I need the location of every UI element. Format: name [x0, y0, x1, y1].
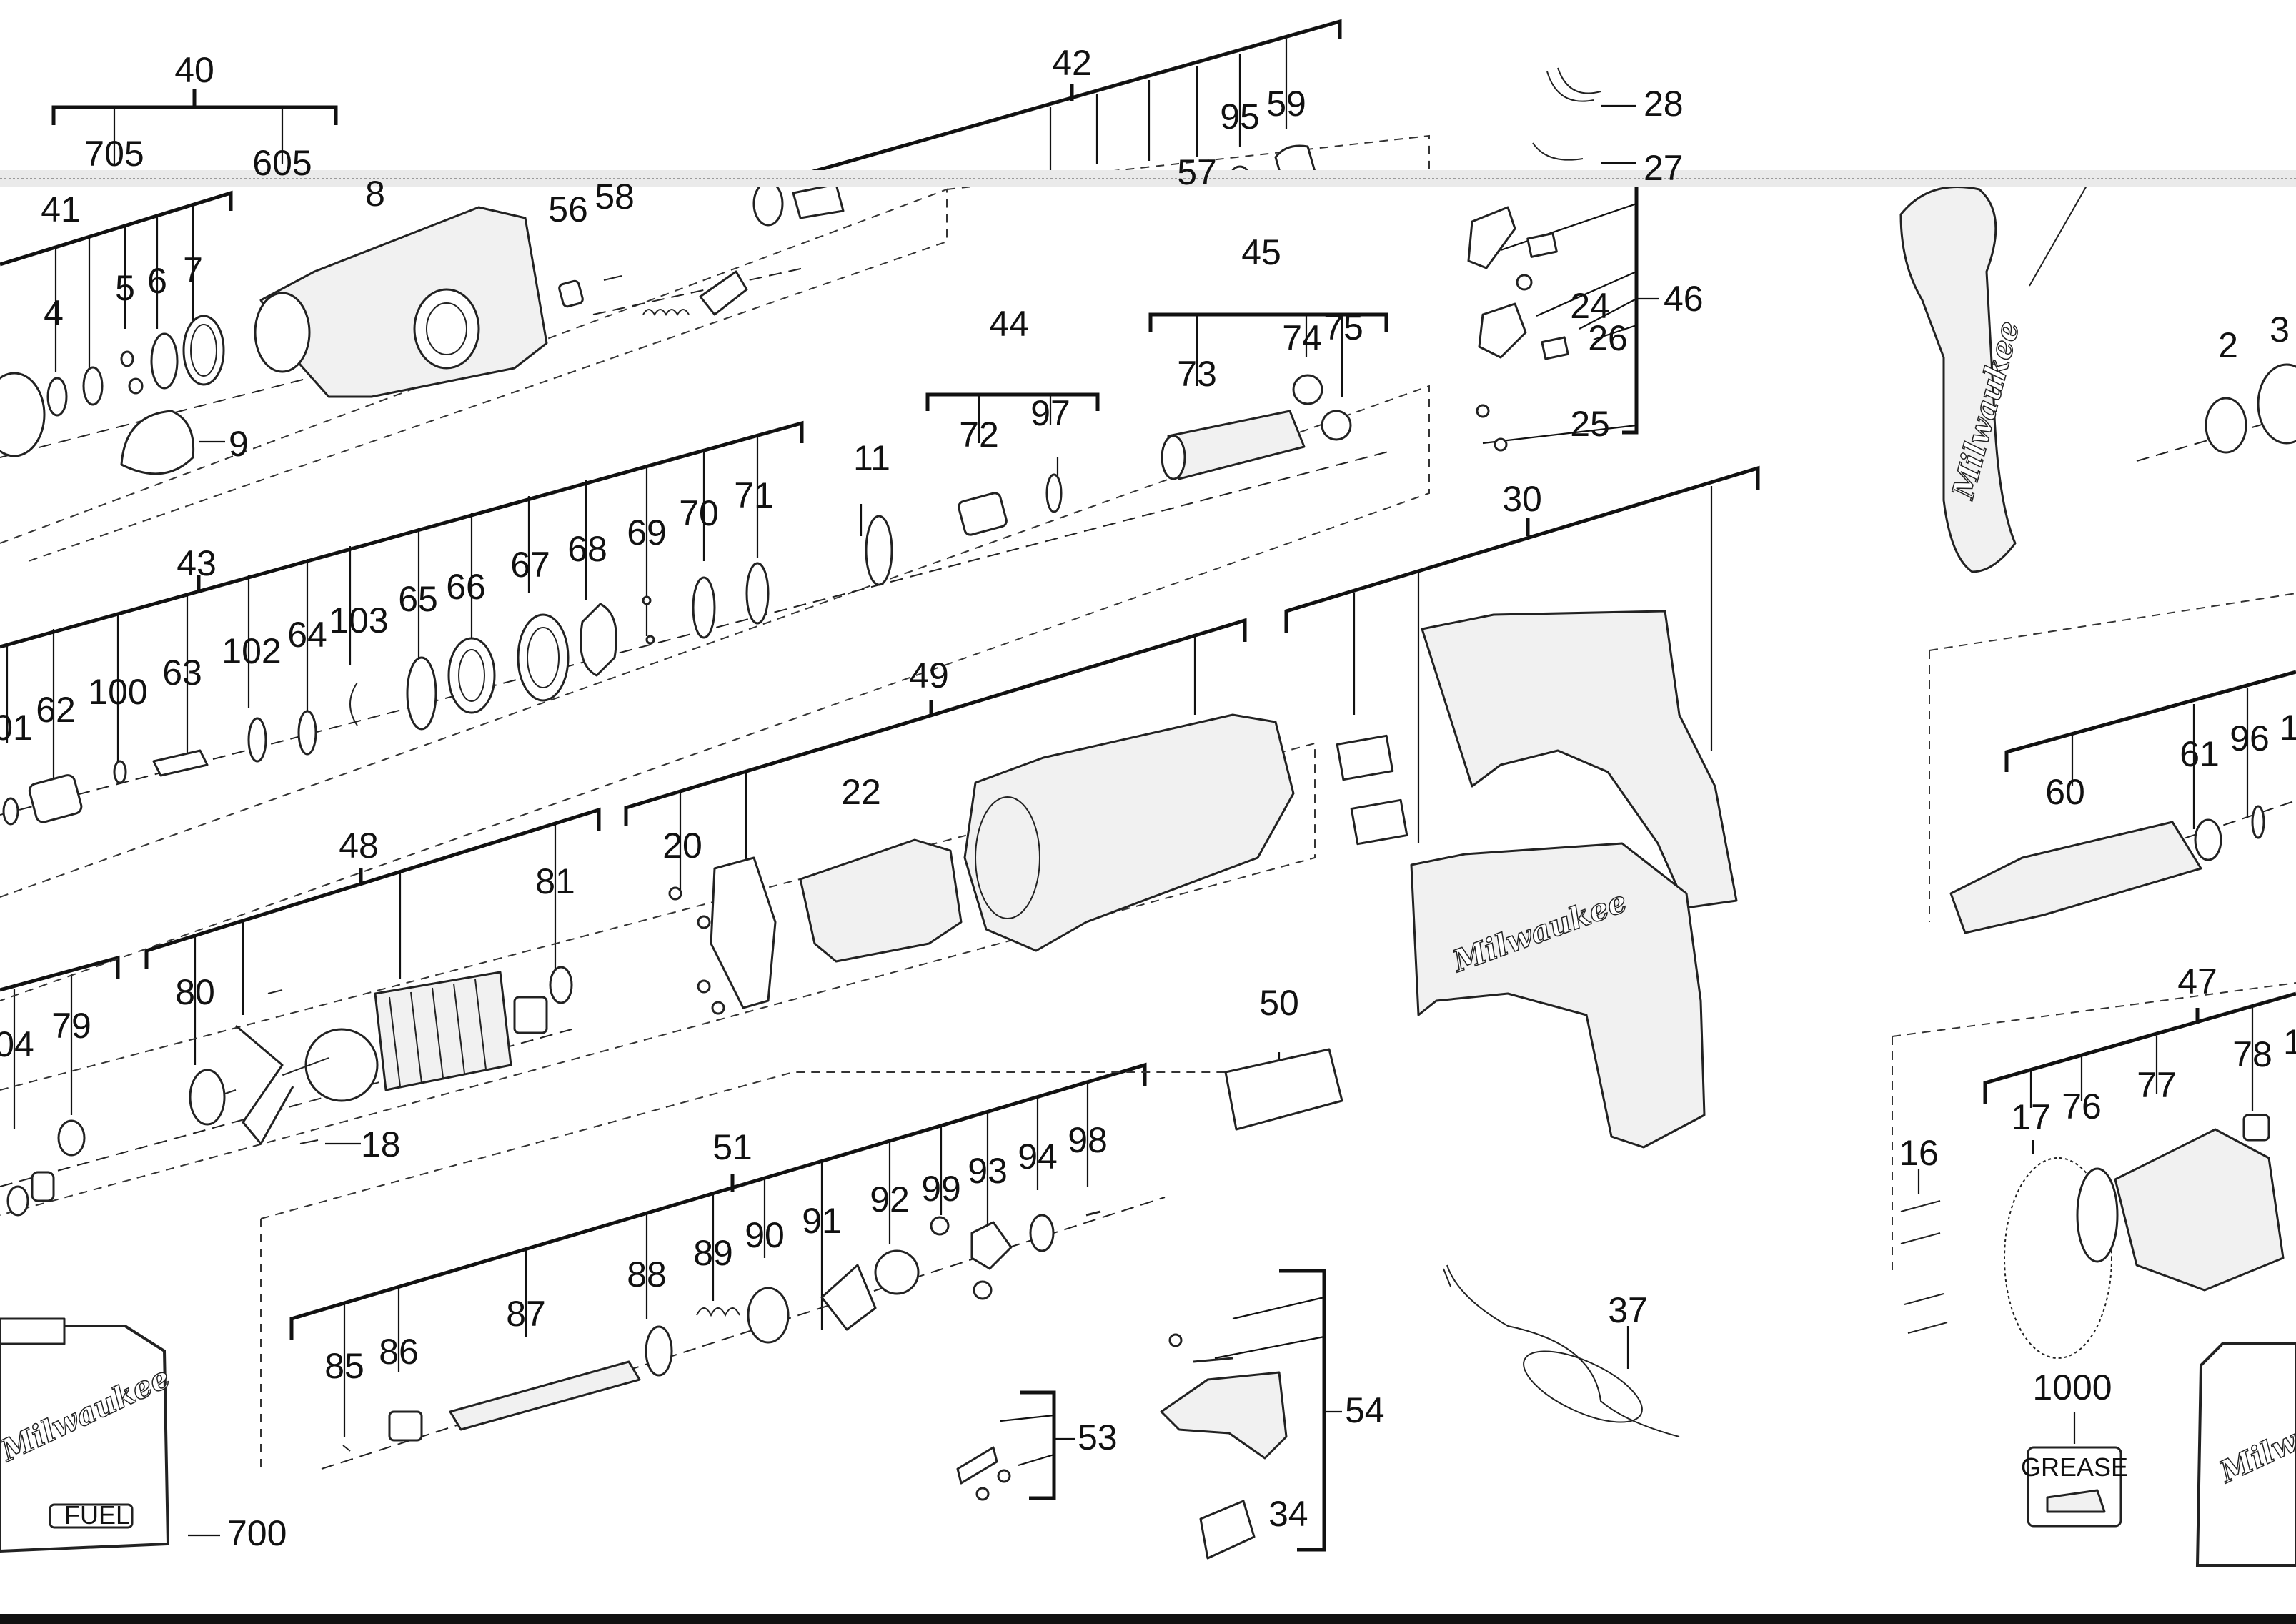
bottom-bar	[0, 1614, 2296, 1624]
callout-80: 80	[175, 972, 215, 1012]
callout-62: 62	[36, 690, 76, 730]
bracket-lines	[0, 19, 2296, 1552]
callout-9: 9	[229, 424, 249, 464]
callout-96: 96	[2230, 718, 2270, 758]
callout-75: 75	[1323, 307, 1363, 347]
callout-79: 79	[51, 1006, 91, 1046]
callout-1-partial-b: 1	[2283, 1022, 2296, 1062]
callout-41: 41	[41, 189, 81, 229]
callout-44: 44	[989, 304, 1029, 344]
callout-86: 86	[379, 1332, 419, 1372]
callout-76: 76	[2062, 1086, 2102, 1127]
callout-17: 17	[2011, 1097, 2051, 1137]
callout-5: 5	[115, 268, 135, 308]
callout-11: 11	[853, 438, 890, 478]
callout-104: 04	[0, 1024, 34, 1064]
callout-67: 67	[510, 545, 550, 585]
callout-labels: 40 705 605 42 95 59 57 28 27 41 4 5 6 7 …	[0, 43, 2296, 1553]
callout-57: 57	[1177, 152, 1217, 192]
callout-63: 63	[162, 653, 202, 693]
callout-81: 81	[535, 861, 575, 901]
callout-37: 37	[1608, 1290, 1648, 1330]
callout-47: 47	[2177, 961, 2217, 1001]
callout-49: 49	[909, 655, 949, 695]
callout-45: 45	[1241, 232, 1281, 272]
callout-34: 34	[1268, 1494, 1308, 1534]
callout-40: 40	[174, 50, 214, 90]
callout-65: 65	[398, 579, 438, 619]
callout-1000: 1000	[2032, 1367, 2112, 1407]
callout-77: 77	[2137, 1065, 2177, 1105]
callout-22: 22	[841, 772, 881, 812]
callout-92: 92	[870, 1179, 910, 1219]
callout-59: 59	[1266, 84, 1306, 124]
callout-58: 58	[595, 177, 635, 217]
callout-71: 71	[734, 475, 774, 515]
callout-100: 100	[88, 672, 147, 712]
callout-91: 91	[802, 1201, 842, 1241]
callout-74: 74	[1282, 318, 1322, 358]
callout-69: 69	[627, 513, 667, 553]
callout-24: 24	[1570, 286, 1610, 326]
callout-73: 73	[1177, 354, 1217, 394]
callout-95: 95	[1220, 96, 1260, 137]
callout-6: 6	[147, 261, 167, 301]
callout-93: 93	[968, 1151, 1008, 1191]
callout-28: 28	[1644, 84, 1684, 124]
carry-case-left: Milwaukee FUEL	[0, 1317, 176, 1553]
callout-20: 20	[662, 826, 702, 866]
callout-30: 30	[1502, 479, 1542, 519]
callout-70: 70	[679, 493, 719, 533]
callout-90: 90	[745, 1215, 785, 1255]
callout-97: 97	[1030, 393, 1070, 433]
callout-89: 89	[693, 1233, 733, 1273]
callout-78: 78	[2232, 1034, 2272, 1074]
callout-26: 26	[1588, 318, 1628, 358]
callout-66: 66	[446, 567, 486, 607]
callout-94: 94	[1018, 1137, 1058, 1177]
callout-103: 103	[329, 600, 388, 640]
callout-61: 61	[2180, 734, 2220, 774]
parts: Milwaukee	[0, 67, 2296, 1560]
case-badge: FUEL	[64, 1500, 130, 1530]
callout-1-partial: 1(	[2280, 708, 2296, 748]
callout-85: 85	[324, 1346, 364, 1386]
callout-46: 46	[1664, 279, 1704, 319]
callout-72: 72	[959, 415, 999, 455]
callout-25: 25	[1570, 404, 1610, 444]
callout-4: 4	[44, 293, 64, 333]
callout-68: 68	[567, 529, 607, 569]
callout-53: 53	[1078, 1417, 1118, 1457]
callout-16: 16	[1899, 1133, 1939, 1173]
callout-56: 56	[548, 189, 588, 229]
callout-7: 7	[183, 250, 203, 290]
callout-43: 43	[177, 543, 217, 583]
grease-label: GREASE	[2021, 1452, 2128, 1482]
carry-case-right: Milwaukee	[2195, 1342, 2296, 1567]
callout-51: 51	[712, 1127, 752, 1167]
callout-60: 60	[2045, 772, 2085, 812]
callout-98: 98	[1068, 1120, 1108, 1160]
callout-2: 2	[2218, 325, 2238, 365]
callout-605: 605	[252, 143, 312, 183]
callout-87: 87	[506, 1294, 546, 1334]
callout-48: 48	[339, 826, 379, 866]
callout-88: 88	[627, 1254, 667, 1294]
callout-18: 18	[361, 1124, 401, 1164]
callout-50: 50	[1259, 983, 1299, 1023]
callout-705: 705	[84, 134, 144, 174]
callout-99: 99	[921, 1169, 961, 1209]
dashed-groupings	[0, 134, 2296, 1469]
grease-box: GREASE	[2021, 1446, 2128, 1528]
callout-8: 8	[365, 174, 385, 214]
callout-42: 42	[1052, 43, 1092, 83]
callout-700: 700	[227, 1513, 287, 1553]
callout-64: 64	[287, 615, 327, 655]
callout-101: 01	[0, 708, 33, 748]
callout-27: 27	[1644, 148, 1684, 188]
callout-102: 102	[222, 631, 281, 671]
callout-54: 54	[1345, 1390, 1385, 1430]
callout-3: 3	[2270, 310, 2290, 350]
